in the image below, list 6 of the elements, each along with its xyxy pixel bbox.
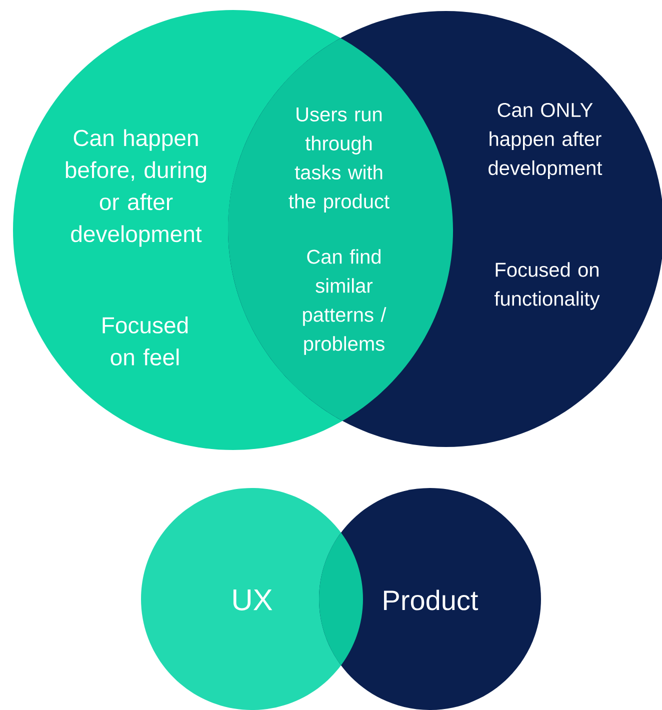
overlap-region: Users run through tasks with the product Can find similar patterns / problems	[228, 38, 453, 421]
circle-label: UX	[233, 590, 272, 610]
circle-label: Can ONLY happen after development Focused on functionality	[488, 102, 602, 310]
circle-label: Product	[384, 590, 478, 610]
circle-label: Can happen before, during or after development Focused on feel	[66, 129, 206, 366]
overlap-region	[319, 532, 363, 666]
